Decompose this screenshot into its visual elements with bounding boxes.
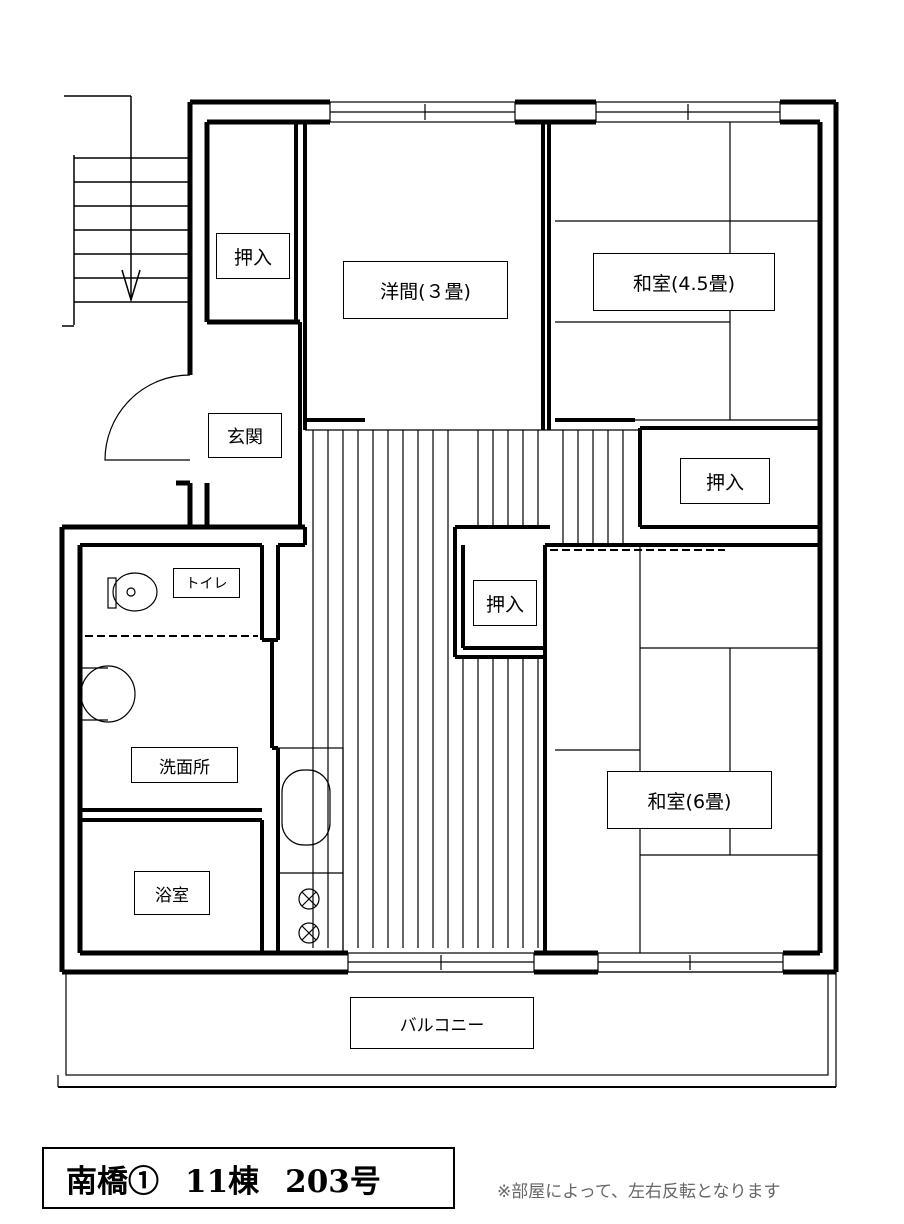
closet-center: 押入 (473, 580, 537, 626)
caption-unit: 203号 (285, 1163, 381, 1200)
closet-right: 押入 (680, 458, 770, 504)
outer-walls (59, 99, 839, 975)
room-japanese-small: 和室(4.5畳) (593, 253, 775, 311)
room-entrance: 玄関 (208, 413, 282, 458)
room-japanese-large: 和室(6畳) (607, 771, 772, 829)
room-toilet: トイレ (173, 568, 240, 598)
floor-plan (57, 95, 839, 1088)
caption-area: 南橋① (66, 1163, 159, 1200)
balcony: バルコニー (350, 997, 534, 1049)
room-western: 洋間(３畳) (343, 261, 508, 319)
room-washroom: 洗面所 (131, 747, 238, 783)
closet-left: 押入 (216, 233, 290, 279)
mirror-note: ※部屋によって、左右反転となります (497, 1182, 781, 1202)
unit-caption: 南橋① 11棟 203号 (42, 1147, 455, 1209)
fixtures (57, 122, 837, 1088)
staircase (62, 95, 190, 327)
caption-building: 11棟 (185, 1163, 260, 1200)
windows (329, 101, 784, 973)
room-bathroom: 浴室 (134, 871, 210, 915)
